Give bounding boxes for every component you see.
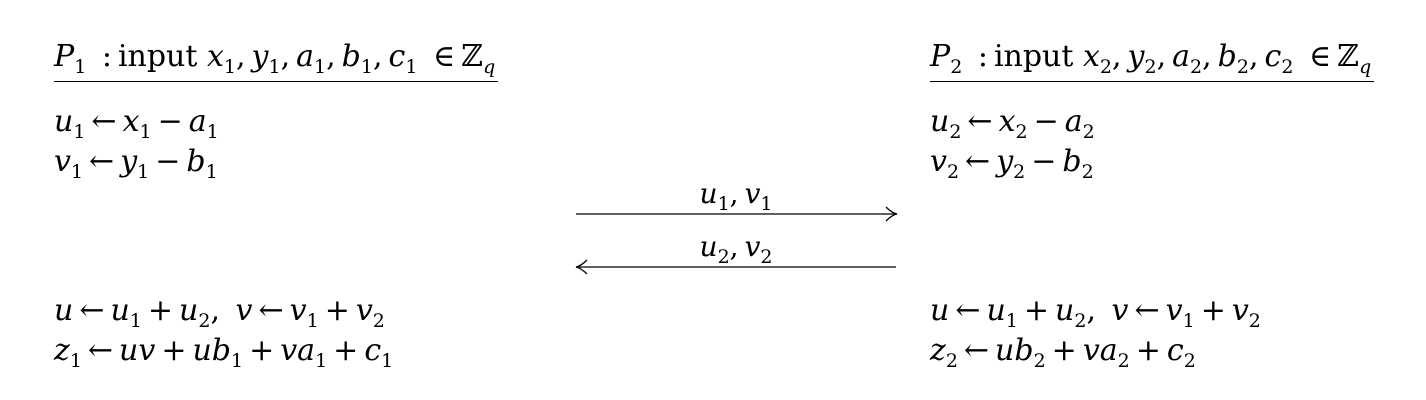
right-step-u: u2←x2−a2 — [930, 104, 1095, 143]
left-step-sum: u←u1+u2, v←v1+v2 — [54, 293, 385, 332]
left-step-v: v1←y1−b1 — [54, 144, 218, 183]
message-label-2: u2,v2 — [699, 230, 773, 268]
right-arrow-icon — [576, 206, 898, 222]
left-party-header: P1 :input x1,y1,a1,b1,c1 ∈ℤq — [54, 39, 496, 78]
right-header-rule — [930, 81, 1374, 82]
right-step-v: v2←y2−b2 — [930, 144, 1094, 183]
right-party-header: P2 :input x2,y2,a2,b2,c2 ∈ℤq — [930, 39, 1372, 78]
left-step-z: z1←uv+ub1+va1+c1 — [54, 333, 394, 372]
right-step-sum: u←u1+u2, v←v1+v2 — [930, 293, 1261, 332]
right-step-z: z2←ub2+va2+c2 — [930, 333, 1196, 372]
left-header-rule — [54, 81, 498, 82]
left-arrow-icon — [575, 259, 896, 275]
left-step-u: u1←x1−a1 — [54, 104, 219, 143]
message-label-1: u1,v1 — [699, 177, 773, 215]
